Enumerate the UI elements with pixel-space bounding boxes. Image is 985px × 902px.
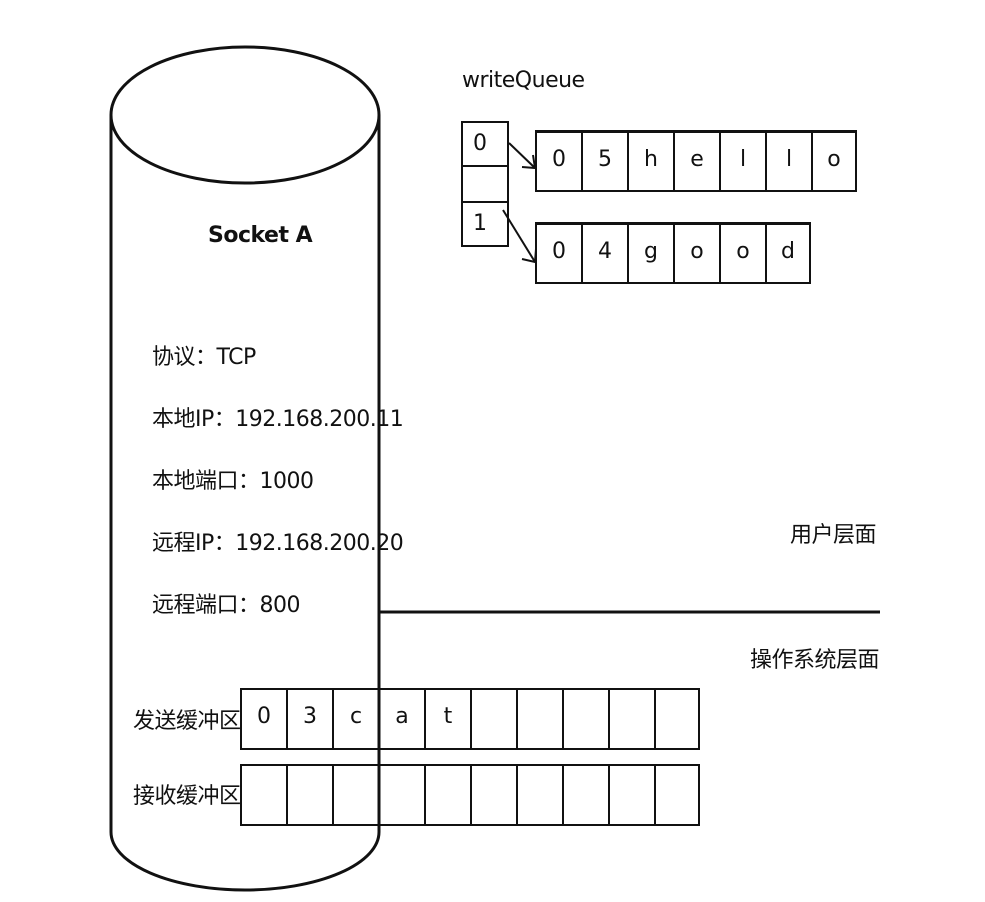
queue-entry-cell: o: [811, 130, 857, 192]
os-layer-label: 操作系统层面: [750, 648, 880, 673]
queue-entry-cell: o: [719, 222, 765, 284]
recv-buffer-cell: [516, 764, 562, 826]
recv-buffer-cell: [286, 764, 332, 826]
queue-entry-cell: l: [719, 130, 765, 192]
send-buffer-label: 发送缓冲区: [133, 709, 241, 734]
recv-buffer-cell: [332, 764, 378, 826]
socket-cylinder-top: [109, 45, 381, 185]
recv-buffer-cell: [378, 764, 424, 826]
send-buffer-cell: [562, 688, 608, 750]
queue-entry-cell: d: [765, 222, 811, 284]
send-buffer-cell: [470, 688, 516, 750]
queue-index-column: [461, 165, 509, 203]
queue-entry-cell: 0: [535, 222, 581, 284]
socket-protocol: 协议：TCP: [152, 345, 256, 370]
socket-local-ip: 本地IP：192.168.200.11: [152, 407, 404, 432]
queue-entry-cell: l: [765, 130, 811, 192]
send-buffer-cell: [608, 688, 654, 750]
send-buffer-cell: t: [424, 688, 470, 750]
write-queue-title: writeQueue: [462, 68, 585, 93]
queue-entry-cell: g: [627, 222, 673, 284]
user-layer-label: 用户层面: [790, 523, 877, 548]
queue-arrow-0: [508, 142, 537, 170]
queue-entry-cell: 4: [581, 222, 627, 284]
queue-index-0: 0: [461, 121, 509, 167]
send-buffer-cell: c: [332, 688, 378, 750]
send-buffer-cell: [516, 688, 562, 750]
recv-buffer-cell: [562, 764, 608, 826]
queue-entry-cell: 0: [535, 130, 581, 192]
queue-entry-cell: h: [627, 130, 673, 192]
send-buffer-cell: [654, 688, 700, 750]
send-buffer-cell: 0: [240, 688, 286, 750]
socket-title: Socket A: [208, 223, 313, 248]
queue-entry-cell: o: [673, 222, 719, 284]
send-buffer-cell: a: [378, 688, 424, 750]
send-buffer-cell: 3: [286, 688, 332, 750]
socket-cylinder-body: [109, 115, 381, 892]
recv-buffer-cell: [608, 764, 654, 826]
socket-remote-port: 远程端口：800: [152, 593, 301, 618]
recv-buffer-label: 接收缓冲区: [133, 784, 241, 809]
queue-index-1: 1: [461, 201, 509, 247]
recv-buffer-cell: [470, 764, 516, 826]
queue-entry-cell: e: [673, 130, 719, 192]
queue-entry-cell: 5: [581, 130, 627, 192]
recv-buffer-cell: [240, 764, 286, 826]
socket-local-port: 本地端口：1000: [152, 469, 314, 494]
recv-buffer-cell: [424, 764, 470, 826]
recv-buffer-cell: [654, 764, 700, 826]
recv-buffer: [240, 764, 700, 826]
socket-remote-ip: 远程IP：192.168.200.20: [152, 531, 404, 556]
